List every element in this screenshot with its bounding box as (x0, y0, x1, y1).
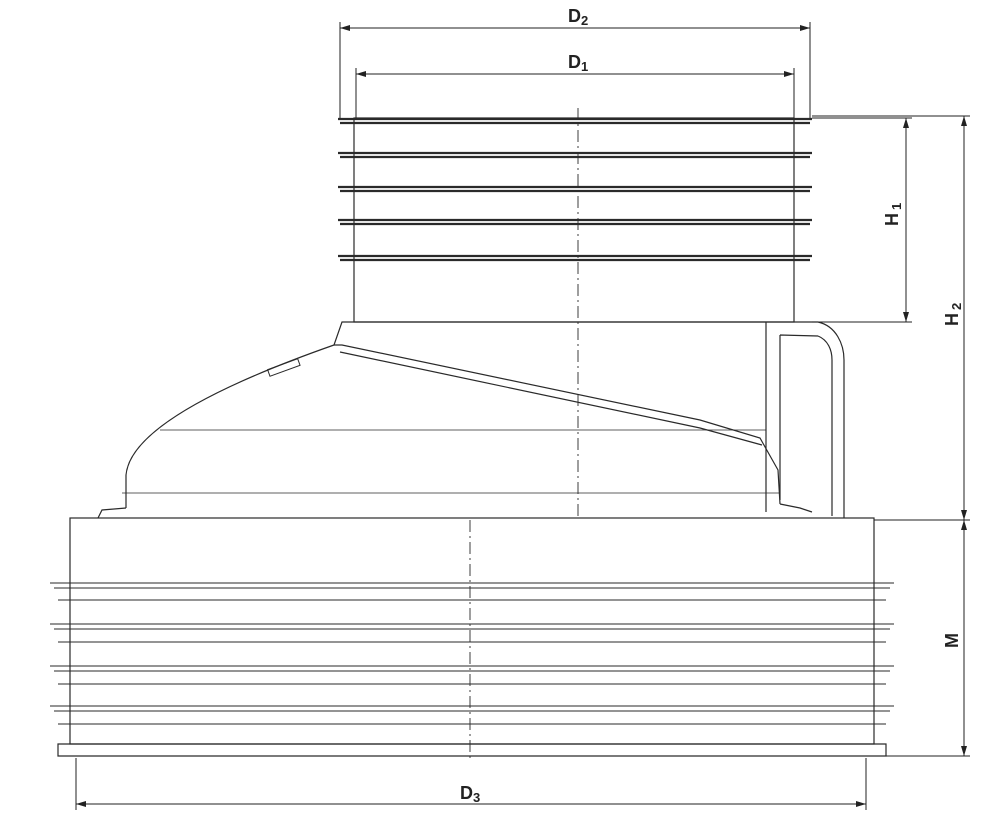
cone-dome (97, 321, 845, 519)
rib (50, 665, 894, 685)
rib (338, 218, 812, 226)
h1-label: H1 (882, 203, 904, 226)
h2-label: H2 (942, 303, 964, 326)
rib (338, 185, 812, 193)
dimension-labels: D2 D1 D3 H1 H2 M (460, 6, 964, 805)
base-ribs (50, 582, 894, 725)
centerlines (469, 108, 579, 760)
rib (338, 117, 812, 125)
base-flange (57, 743, 887, 757)
rib (50, 623, 894, 643)
rib (50, 705, 894, 725)
dome-seam (334, 344, 781, 505)
d2-label: D2 (568, 6, 588, 28)
base-ring (50, 517, 894, 757)
side-tube (765, 321, 845, 518)
d3-label: D3 (460, 783, 480, 805)
rib (338, 254, 812, 262)
dome-flange (97, 503, 813, 519)
logo-mark-icon (266, 358, 301, 377)
m-label: M (942, 633, 962, 648)
rib (50, 582, 894, 601)
base-body (69, 517, 875, 745)
d1-label: D1 (568, 52, 588, 74)
dome-outline-left (125, 321, 766, 508)
dimension-lines (75, 22, 970, 810)
upper-riser (338, 117, 812, 323)
rib (338, 151, 812, 159)
riser-ribs (338, 117, 812, 262)
dome-seam-inner (339, 351, 763, 446)
